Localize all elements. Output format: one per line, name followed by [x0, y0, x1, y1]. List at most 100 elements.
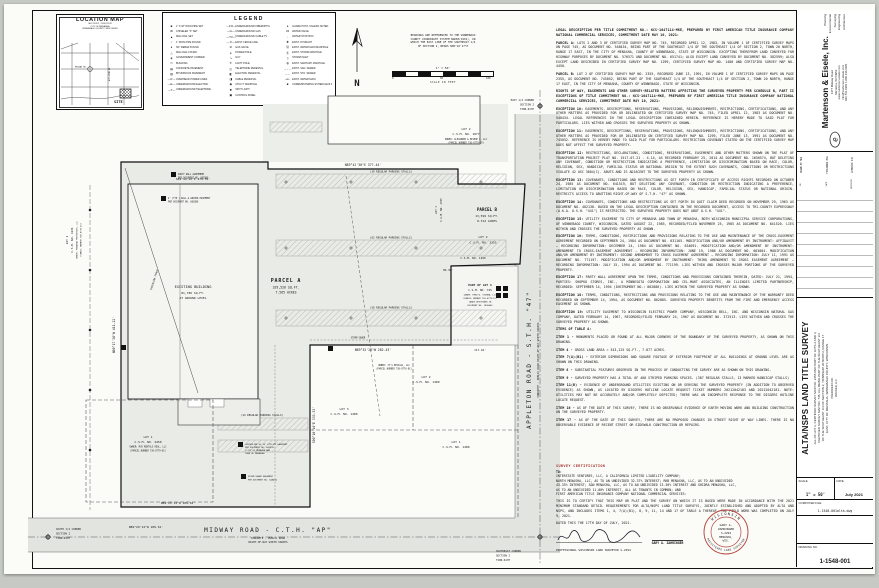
legend-label: CONTROL PANEL — [235, 93, 256, 97]
legend-label: CONCRETE PAVEMENT — [176, 67, 204, 71]
storm-sewer-label: STORM SEWER — [351, 337, 366, 340]
legend-row: ⊘GAS VALVE — [226, 45, 280, 50]
svg-text:SECTION 2: SECTION 2 — [496, 554, 510, 558]
part-lot3: PART OF LOT 3 — [468, 283, 492, 287]
note-paragraph: EXCEPTION 13: COVENANTS, CONDITIONS AND … — [556, 177, 794, 196]
sheet-subtitle: ALL OF LOT 2, CERTIFIED SURVEY MAP NO. 2… — [812, 331, 829, 445]
note-paragraph: EXCEPTION 12: RESTRICTIONS, DECLARATIONS… — [556, 150, 794, 174]
fieldwork-by: FIELDWORK MLR — [825, 156, 829, 174]
legend-label: BUILDING — [176, 61, 188, 65]
svg-text:14: 14 — [504, 294, 508, 298]
scale-cell: SCALE 1" = 50' — [797, 478, 835, 499]
legend-label: WATER STOP BOX — [292, 35, 314, 39]
note-paragraph: ITEM 17 - AS OF THE DATE OF THIS SURVEY,… — [556, 418, 794, 427]
legend-symbol: ◧ — [229, 71, 233, 76]
legend-symbol: ✛ — [229, 61, 232, 66]
svg-text:ZAHRINGER: ZAHRINGER — [718, 527, 734, 531]
legend-row: ●3/4" REBAR FOUND — [167, 45, 223, 50]
party-wall-note: 17 PARTY WALL AGREEMENT PER DOCUMENT NO.… — [171, 172, 209, 180]
legend-symbol: –·– — [285, 71, 290, 76]
legend-column-2: —FO—UNDERGROUND FIBEROPTIC—G—UNDERGROUND… — [226, 24, 280, 98]
anchor-easement-note: 18 4' (TYP.) WALL & ANCHOR EASEMENT PER … — [161, 196, 211, 204]
legend-row: ◫TELEPHONE PEDESTAL — [226, 66, 280, 71]
scale-ratio: 1" = 50' — [435, 66, 451, 70]
certification-header: SURVEY CERTIFICATION — [556, 464, 606, 468]
legend-row: –·–EXIST. STO. SEWER — [283, 71, 332, 76]
note-paragraph: ITEM 8 - SUBSTANTIAL FEATURES OBSERVED I… — [556, 367, 772, 372]
north-label: N — [354, 79, 359, 89]
legend-row: ▤CONCRETE PAVEMENT — [167, 66, 223, 71]
dim-top: N89°42'30"E 377.44' — [345, 163, 382, 167]
scale-bar-segments — [392, 71, 494, 77]
location-map-streets: SITE MIDWAY RD. APPLETON RD. — [60, 42, 140, 105]
legend-symbol: ⊠ — [170, 29, 173, 34]
svg-text:C.S.M. NO. 4450: C.S.M. NO. 4450 — [134, 440, 161, 444]
legend-symbol: ◉ — [229, 82, 233, 87]
certification-to-label: TO: — [556, 470, 562, 474]
road-label-appleton: APPLETON RD. — [108, 67, 111, 81]
building-label: EXISTING BUILDING — [175, 285, 212, 289]
legend-row: ✛LIGHT POLE — [226, 61, 280, 66]
legend-label: OVERHEAD POWER LINES — [176, 77, 208, 81]
legend: LEGEND ■1" X 18" IRON PIPE SET⊠CHISELED … — [162, 12, 336, 106]
legend-symbol: ● — [170, 45, 173, 50]
legend-symbol: ○ — [170, 40, 173, 45]
note-paragraph: LEGAL DESCRIPTION PER TITLE COMMITMENT N… — [556, 28, 794, 37]
legend-row: ✹SPOT LIGHT — [226, 87, 280, 92]
svg-text:16: 16 — [329, 347, 333, 351]
svg-text:(PARCEL NUMBER 730-0776-01): (PARCEL NUMBER 730-0776-01) — [376, 368, 412, 371]
exception-marker-cluster: 10 11 13 14 19 16 — [121, 286, 508, 351]
legend-symbol: ✚ — [286, 40, 289, 45]
svg-text:C.S.M. NO. 4231: C.S.M. NO. 4231 — [70, 227, 74, 253]
legend-title: LEGEND — [234, 15, 264, 22]
svg-text:13: 13 — [497, 294, 501, 298]
lot1-2355: LOT 1 — [434, 206, 438, 214]
sheet-title: ALTA/NSPS LAND TITLE SURVEY — [801, 321, 810, 455]
legend-label: TELEPHONE PEDESTAL — [235, 67, 264, 71]
svg-text:C.S.M. NO. 1480: C.S.M. NO. 1480 — [442, 445, 469, 449]
drawing-number-label: DRAWING NO. — [798, 545, 818, 549]
legend-row: ◧ELECTRIC PEDESTAL — [226, 71, 280, 76]
legend-label: UNDERGROUND ELECTRIC — [176, 82, 209, 86]
legend-symbol: ◍ — [286, 61, 289, 66]
note-paragraph: ITEM 7(A)(B1) - EXTERIOR DIMENSIONS AND … — [556, 355, 794, 365]
scale-label: SCALE — [798, 479, 808, 483]
property-boundary — [120, 161, 526, 508]
svg-text:RIGHT-OF-WAY WIDTH VARIES: RIGHT-OF-WAY WIDTH VARIES — [248, 540, 287, 544]
svg-text:T20N-R17E: T20N-R17E — [56, 536, 70, 540]
dim-topleft: S89°44'22"E 270.55' — [176, 177, 211, 181]
svg-text:STORM SEWER EASEMENT: STORM SEWER EASEMENT — [248, 475, 274, 478]
legend-symbol: —T— — [167, 87, 176, 92]
north-arrow-icon: N — [352, 27, 363, 89]
svg-text:18: 18 — [162, 197, 166, 201]
legend-row: —G—UNDERGROUND GAS — [226, 29, 280, 34]
computer-file-cell: COMPUTER FILE: 1-1548-001alta.dwg — [797, 500, 873, 516]
owner-1480: OWNER: JT'S REVIVAL, LLC — [378, 364, 410, 367]
legend-label: SPOT LIGHT — [235, 88, 250, 92]
drawing-number-cell: DRAWING NO. 1-1548-001 — [797, 543, 873, 567]
south-quarter-corner: SOUTH 1/4 CORNER SECTION 2 T20N-R17E — [45, 527, 81, 540]
certification-dated: DATED THIS THE 17TH DAY OF JULY, 2021. — [556, 520, 632, 525]
legend-symbol: ▯ — [286, 55, 289, 60]
legend-row: ○1" IRON PIPE FOUND — [167, 39, 223, 44]
note-paragraph: ITEM 9 - SURVEYED PROPERTY HAS A TOTAL O… — [556, 375, 790, 380]
svg-text:(CITY OF MENASHA AND: (CITY OF MENASHA AND — [245, 449, 271, 452]
note-paragraph: EXCEPTION 18: TERMS, CONDITIONS, RESTRIC… — [556, 292, 794, 307]
legend-label: GAS VALVE — [235, 45, 249, 49]
svg-text:DOCUMENT NO. 1830465: DOCUMENT NO. 1830465 — [467, 305, 493, 307]
legend-symbol: Ⓢ — [286, 50, 290, 55]
chainlink-fence-line — [124, 167, 199, 394]
legend-row: ⋈WATER VALVE — [283, 29, 332, 34]
svg-text:WIS.: WIS. — [723, 539, 730, 543]
sheet-info-block: SCALE 1" = 50' DATE July 2021 COMPUTER F… — [797, 478, 873, 567]
parcel-a-area: 329,526 SQ.FT. — [273, 286, 300, 290]
parking-rows — [217, 173, 507, 453]
dim-e2: 90.30' — [443, 268, 453, 272]
legend-label: EXIST. WATER MAIN — [292, 77, 316, 81]
company-name: Martenson & Eisele, Inc. — [820, 36, 830, 129]
